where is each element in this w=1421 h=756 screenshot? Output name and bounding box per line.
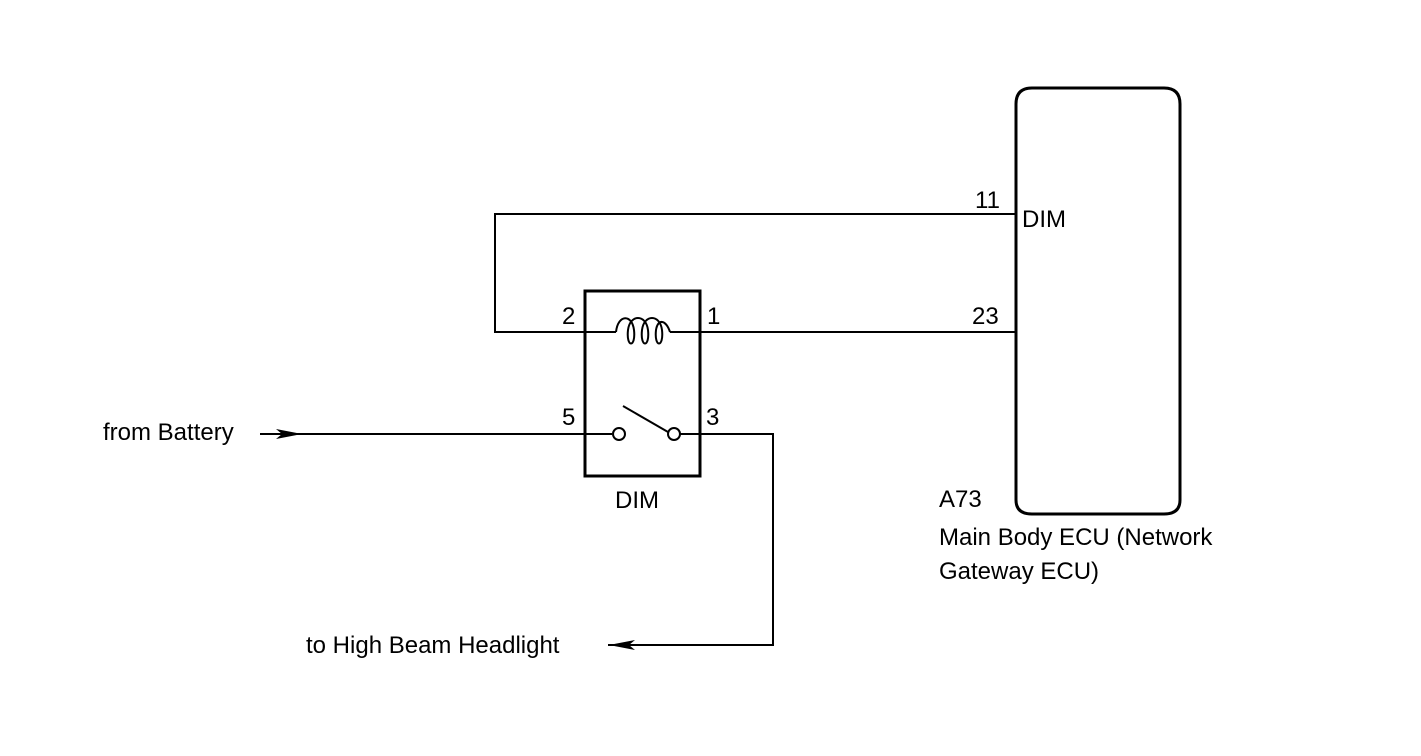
relay-coil: [585, 317, 671, 345]
ecu-name-line-1: Main Body ECU (Network: [939, 524, 1213, 551]
ecu-body: [1014, 86, 1182, 516]
to-headlight-label: to High Beam Headlight: [306, 632, 560, 659]
relay-switch: [585, 405, 700, 441]
relay-pin-2-label: 2: [562, 303, 575, 330]
headlight-arrow-icon: [609, 640, 635, 650]
ecu-pin-11-number: 11: [975, 187, 1000, 214]
relay-name-label: DIM: [615, 487, 659, 514]
wire-to-headlight: [608, 433, 774, 646]
ecu-code-label: A73: [939, 486, 982, 513]
ecu-pin-23-number: 23: [972, 303, 999, 330]
wire-dim-to-relay-pin-2: [494, 213, 1016, 333]
from-battery-label: from Battery: [103, 419, 234, 446]
relay-pin-5-label: 5: [562, 404, 575, 431]
relay-box: [583, 289, 702, 478]
ecu-name-line-2: Gateway ECU): [939, 558, 1099, 585]
ecu-pin-dim-label: DIM: [1022, 206, 1066, 233]
relay-pin-1-label: 1: [707, 303, 720, 330]
battery-arrow-icon: [276, 429, 302, 439]
relay-pin-3-label: 3: [706, 404, 719, 431]
